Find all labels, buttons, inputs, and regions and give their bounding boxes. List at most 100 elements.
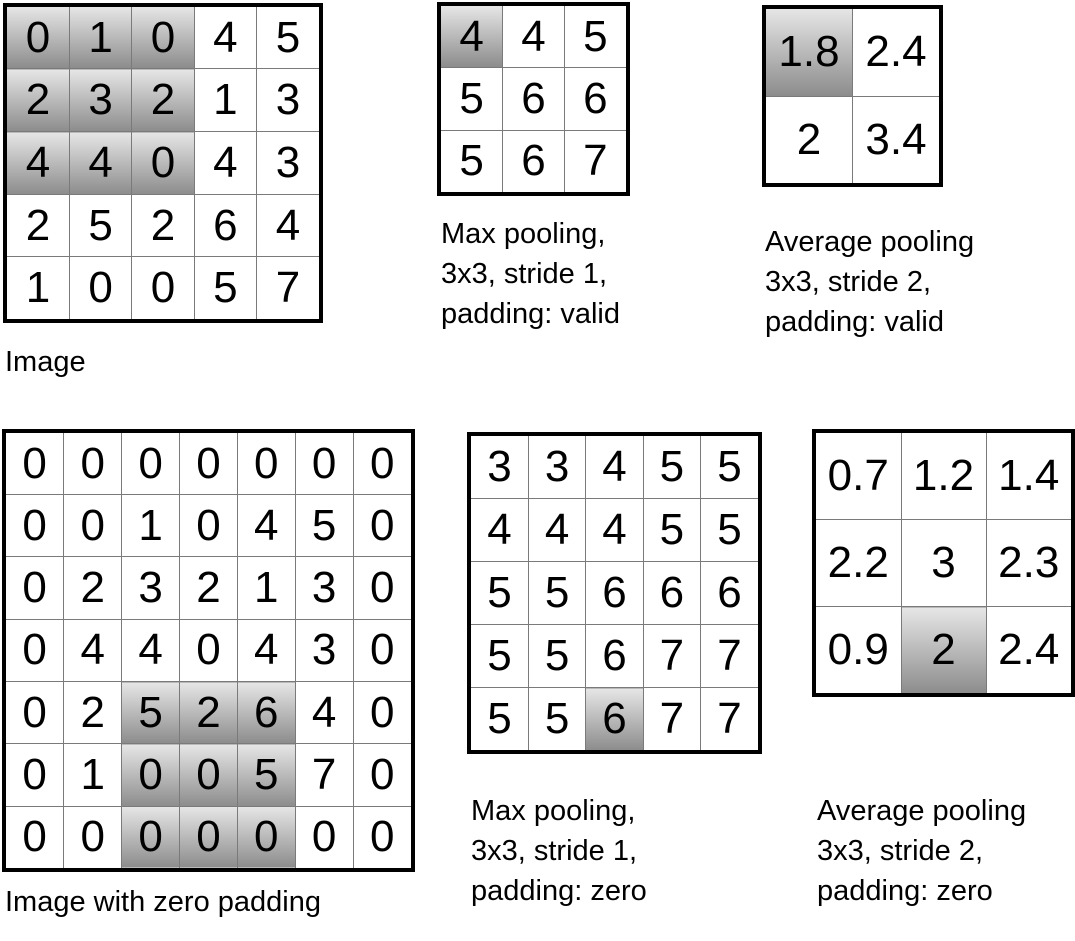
- grid-cell: 6: [585, 624, 644, 689]
- highlighted-cell: 5: [121, 681, 181, 745]
- grid-cell: 6: [700, 560, 758, 626]
- grid-cell: 0: [352, 494, 411, 558]
- grid-cell: 0: [352, 433, 411, 496]
- highlighted-cell: 0: [179, 743, 238, 807]
- highlighted-cell: 1: [68, 7, 133, 70]
- grid-cell: 0: [6, 618, 65, 683]
- grid-cell: 4: [236, 494, 296, 558]
- grid-cell: 6: [193, 193, 258, 258]
- grid-cell: 7: [563, 129, 626, 192]
- grid-cell: 1: [7, 256, 70, 319]
- grid-cell: 0: [352, 556, 411, 620]
- grid-cell: 0: [6, 743, 65, 807]
- grid-cell: 0: [63, 433, 123, 496]
- highlighted-cell: 0: [131, 131, 195, 195]
- grid-cell: 2: [7, 193, 70, 258]
- grid-cell: 5: [256, 7, 319, 70]
- highlighted-cell: 6: [236, 681, 296, 745]
- grid-cell: 0: [236, 433, 296, 496]
- grid-cell: 0: [179, 433, 238, 496]
- grid-cell: 6: [502, 67, 565, 131]
- grid-cell: 5: [441, 129, 504, 192]
- caption-line: Image: [5, 346, 86, 378]
- highlighted-cell: 0: [131, 7, 195, 70]
- grid-cell: 7: [700, 687, 758, 750]
- grid-cell: 1: [121, 494, 181, 558]
- caption-line: 3x3, stride 2,: [765, 266, 932, 298]
- grid-cell: 0.7: [816, 433, 902, 520]
- grid-cell: 4: [585, 497, 644, 562]
- highlighted-cell: 0: [121, 743, 181, 807]
- grid-cell: 1: [193, 68, 258, 133]
- highlighted-cell: 0: [121, 805, 181, 868]
- grid-cell: 0: [6, 433, 65, 496]
- grid-cell: 0: [6, 681, 65, 745]
- grid-cell: 0: [352, 618, 411, 683]
- caption-line: Image with zero padding: [5, 886, 321, 918]
- grid-cell: 6: [563, 67, 626, 131]
- grid-cell: 5: [700, 436, 758, 499]
- grid-cell: 4: [502, 6, 565, 69]
- highlighted-cell: 2: [900, 606, 987, 693]
- grid-cell: 4: [236, 618, 296, 683]
- grid-cell: 4: [193, 7, 258, 70]
- grid-cell: 3: [294, 556, 354, 620]
- caption-line: padding: valid: [441, 298, 620, 330]
- grid-cell: 3: [121, 556, 181, 620]
- highlighted-cell: 0: [179, 805, 238, 868]
- caption-line: 3x3, stride 1,: [471, 835, 638, 867]
- grid-cell: 2: [766, 95, 853, 183]
- grid-cell: 2.3: [985, 518, 1071, 608]
- grid-cell: 7: [294, 743, 354, 807]
- grid-cell: 0: [294, 805, 354, 868]
- grid-cell: 3.4: [852, 95, 939, 183]
- highlighted-cell: 5: [236, 743, 296, 807]
- grid-cell: 2.4: [985, 606, 1071, 693]
- caption-line: Average pooling: [817, 795, 1027, 827]
- grid-cell: 0: [294, 433, 354, 496]
- highlighted-cell: 0: [7, 7, 70, 70]
- highlighted-cell: 3: [68, 68, 133, 133]
- grid-cell: 1.4: [985, 433, 1071, 520]
- grid-cell: 2: [131, 193, 195, 258]
- grid-cell: 3: [256, 68, 319, 133]
- grid-cell: 0: [131, 256, 195, 319]
- grid-cell: 5: [700, 497, 758, 562]
- highlighted-cell: 2: [7, 68, 70, 133]
- caption-line: padding: zero: [471, 875, 647, 907]
- caption-line: Max pooling,: [471, 795, 636, 827]
- grid-cell: 3: [900, 518, 987, 608]
- grid-cell: 7: [642, 624, 702, 689]
- highlighted-cell: 0: [236, 805, 296, 868]
- grid-cell: 0: [6, 556, 65, 620]
- grid-cell: 1.2: [900, 433, 987, 520]
- grid-cell: 0: [352, 805, 411, 868]
- grid-cell: 3: [527, 436, 587, 499]
- grid-cell: 0: [68, 256, 133, 319]
- grid-cell: 4: [63, 618, 123, 683]
- caption-line: 3x3, stride 1,: [441, 258, 608, 290]
- grid-cell: 0: [179, 494, 238, 558]
- grid-cell: 2.2: [816, 518, 902, 608]
- grid-cell: 3: [256, 131, 319, 195]
- grid-cell: 5: [441, 67, 504, 131]
- grid-cell: 6: [642, 560, 702, 626]
- grid-cell: 0.9: [816, 606, 902, 693]
